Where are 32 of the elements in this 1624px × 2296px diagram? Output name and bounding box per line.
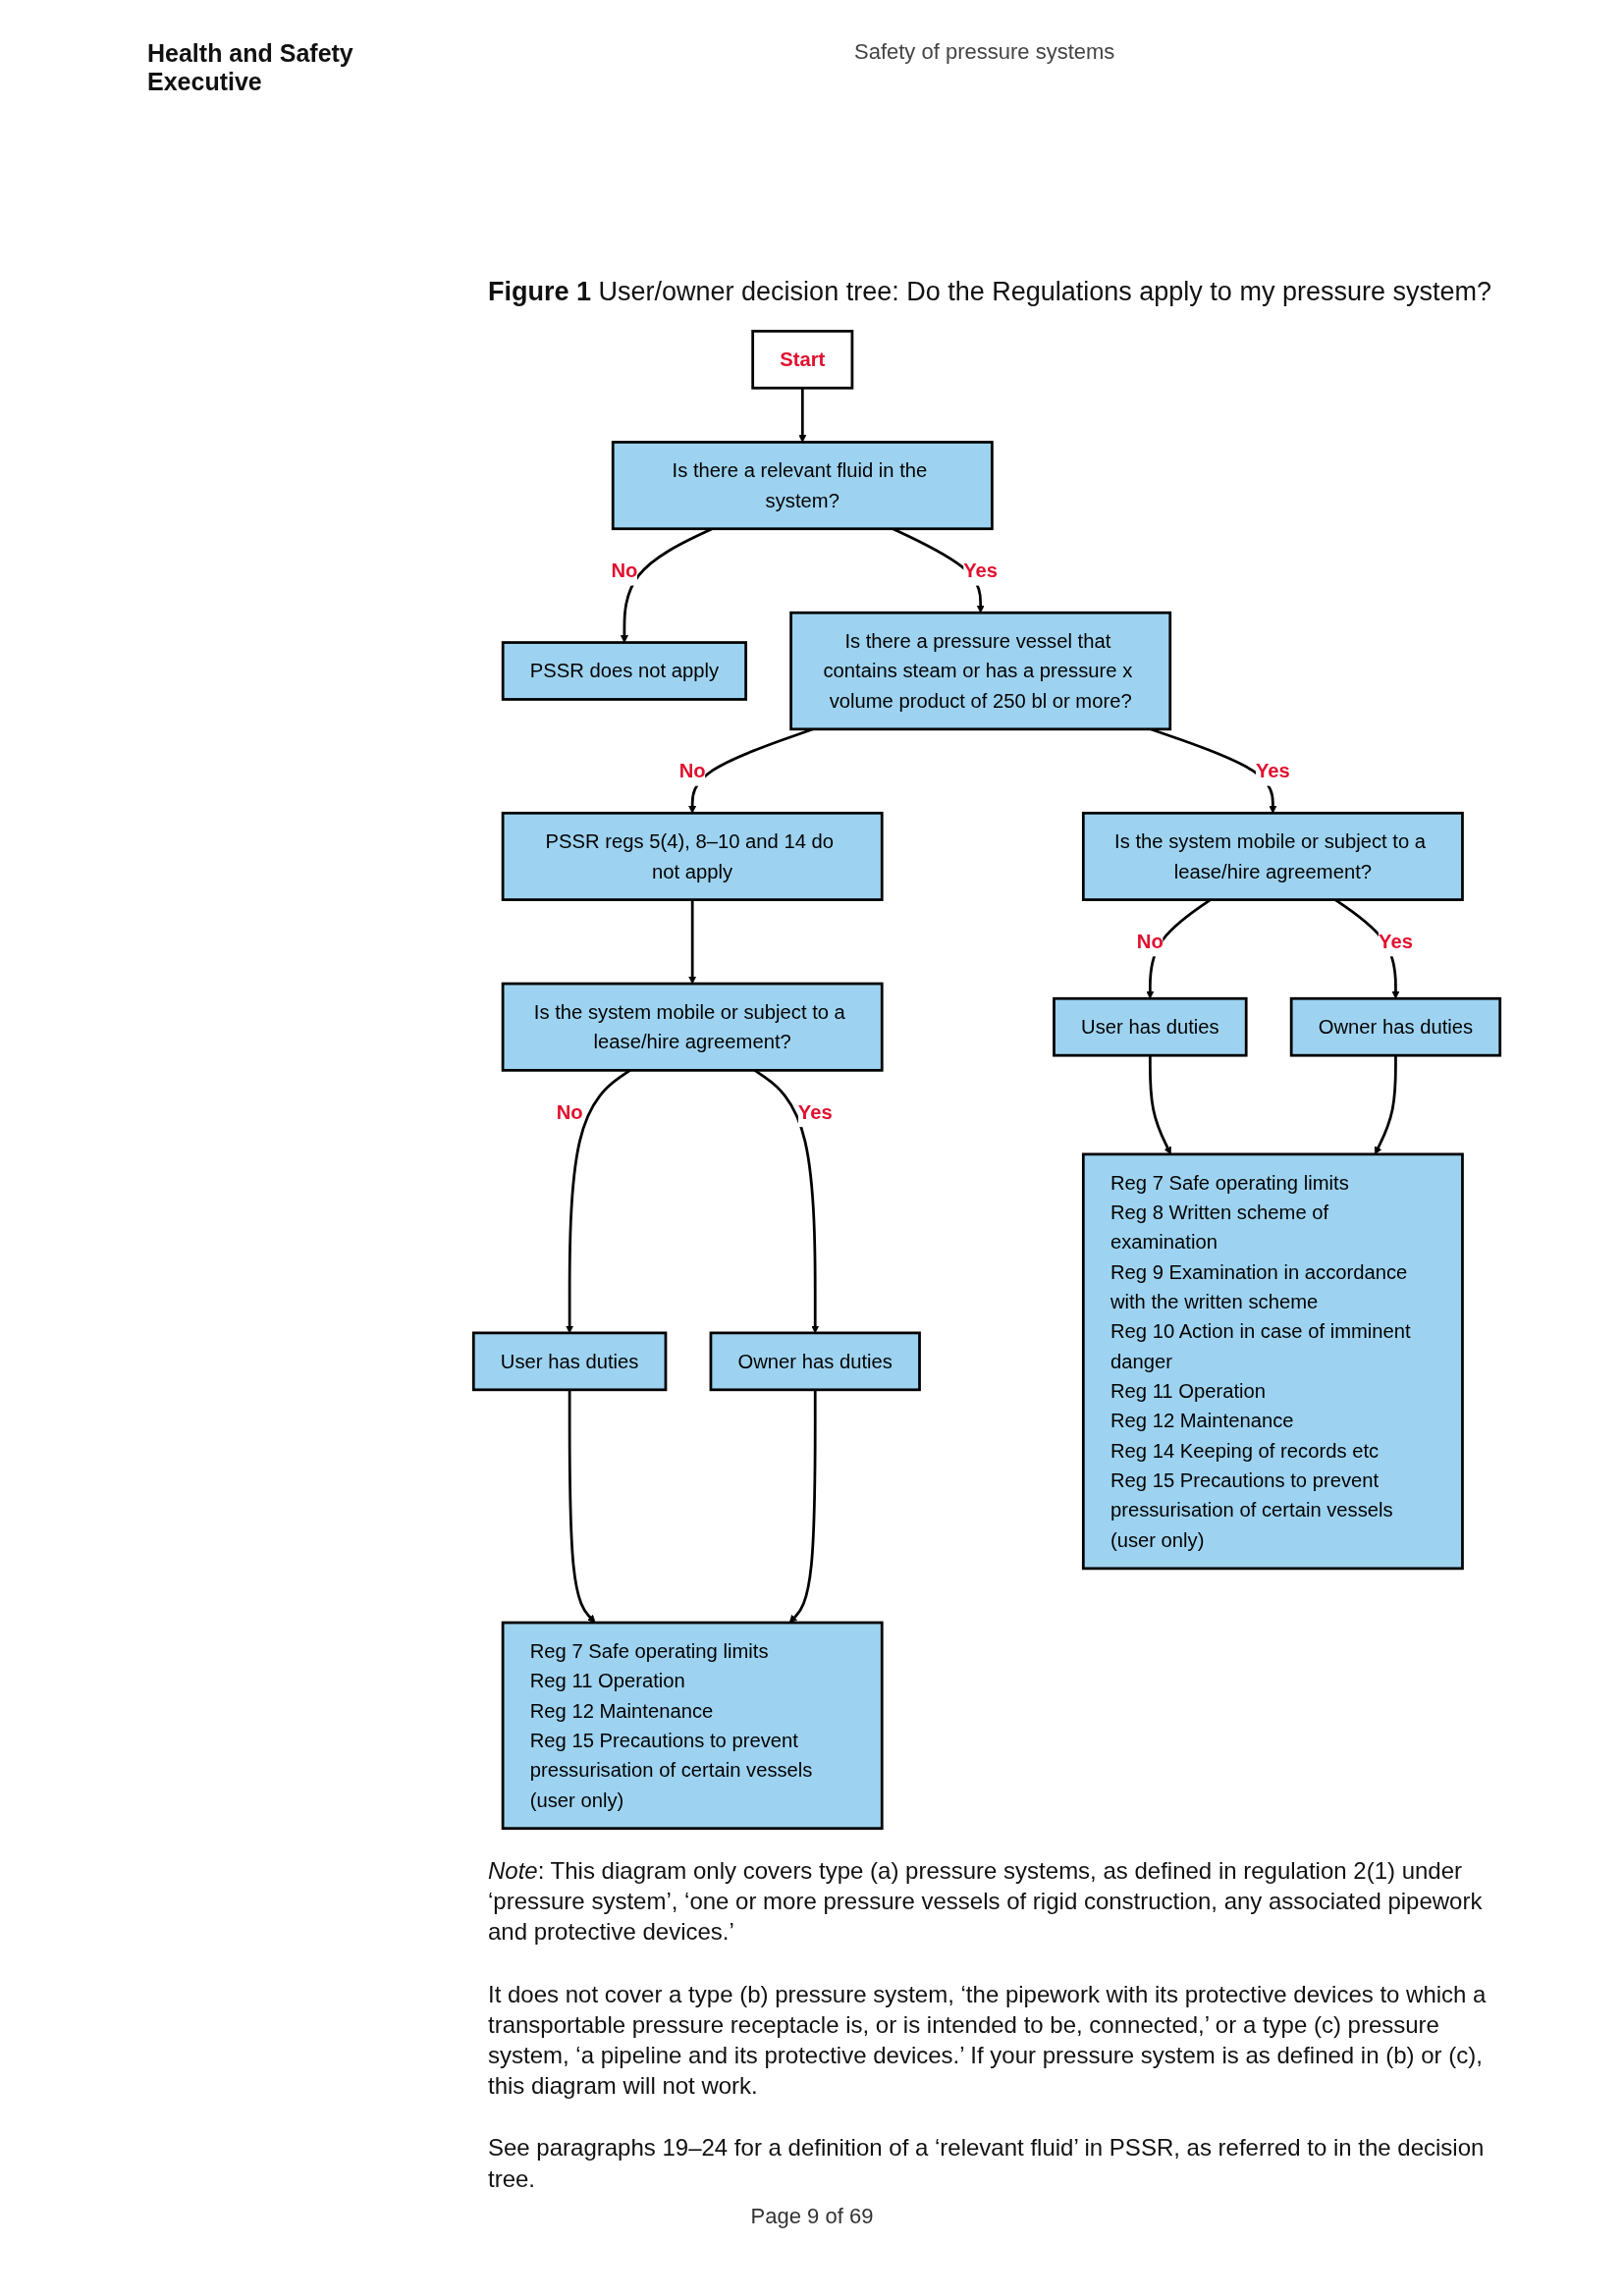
arrow [788, 1389, 817, 1624]
edge-label: Yes [963, 559, 999, 582]
edge-label: Yes [797, 1100, 833, 1124]
note-paragraph: See paragraphs 19–24 for a definition of a ‘relevant fluid’ in PSSR, as referred to in the decision tree. [488, 2133, 1486, 2194]
figure-title: Figure 1 User/owner decision tree: Do the Regulations apply to my pressure system? [488, 277, 1491, 307]
node-box: Reg 7 Safe operating limits Reg 11 Operation Reg 12 Maintenance Reg 15 Precautions to prevent pressurisation of certain vessels (user only) [501, 1621, 884, 1831]
header-text: Safety of pressure systems [854, 39, 1115, 65]
edge-label: No [678, 760, 706, 783]
arrow [798, 388, 807, 443]
node-box: Reg 7 Safe operating limits Reg 8 Written scheme of examination Reg 9 Examination in accordance with the written scheme Reg 10 Action in case of imminent danger Reg 11 Operation Reg 12 Maintenance Reg 14 Keeping of records etc Reg 15 Precautions to prevent pressurisation of certain vessels (user only) [1081, 1152, 1464, 1571]
node-box: Owner has duties [709, 1331, 921, 1392]
edge-label: No [611, 559, 638, 582]
node-box: PSSR regs 5(4), 8–10 and 14 do not apply [501, 811, 884, 901]
node-box: Is the system mobile or subject to a lease/hire agreement? [1081, 811, 1464, 901]
arrow [688, 899, 697, 985]
page-number: Page 9 of 69 [749, 2204, 875, 2229]
note-paragraph: Note: This diagram only covers type (a) pressure systems, as defined in regulation 2(1) under ‘pressure system’, ‘one or more pressure vessels of rigid construction, any associated pipework and protective devices.’ [488, 1856, 1484, 1948]
edge-label: No [556, 1100, 583, 1124]
edge-label: No [1136, 930, 1164, 953]
node-box: Owner has duties [1289, 996, 1502, 1057]
node-box: Is the system mobile or subject to a lease/hire agreement? [501, 982, 884, 1072]
node-box: PSSR does not apply [501, 641, 747, 701]
edge-label: Yes [1255, 760, 1290, 783]
edge-label: Yes [1379, 930, 1413, 953]
node-box: User has duties [471, 1331, 668, 1392]
arrow [568, 1389, 596, 1624]
node-box: Is there a relevant fluid in the system? [611, 441, 994, 531]
node-box: User has duties [1053, 996, 1248, 1057]
header-text: Health and Safety Executive [147, 39, 354, 96]
note-paragraph: It does not cover a type (b) pressure system, ‘the pipework with its protective devices to which a transportable pressure receptacle is, or is intended to be, connected,’ or a type (c) pressure system, ‘a pipeline and its protective devices.’ If your pressure system is as defined in (b) or (c), this diagram will not work. [488, 1979, 1488, 2102]
node-box: Start [751, 330, 854, 390]
node-box: Is there a pressure vessel that contains steam or has a pressure x volume product of 250 bl or more? [789, 611, 1172, 731]
